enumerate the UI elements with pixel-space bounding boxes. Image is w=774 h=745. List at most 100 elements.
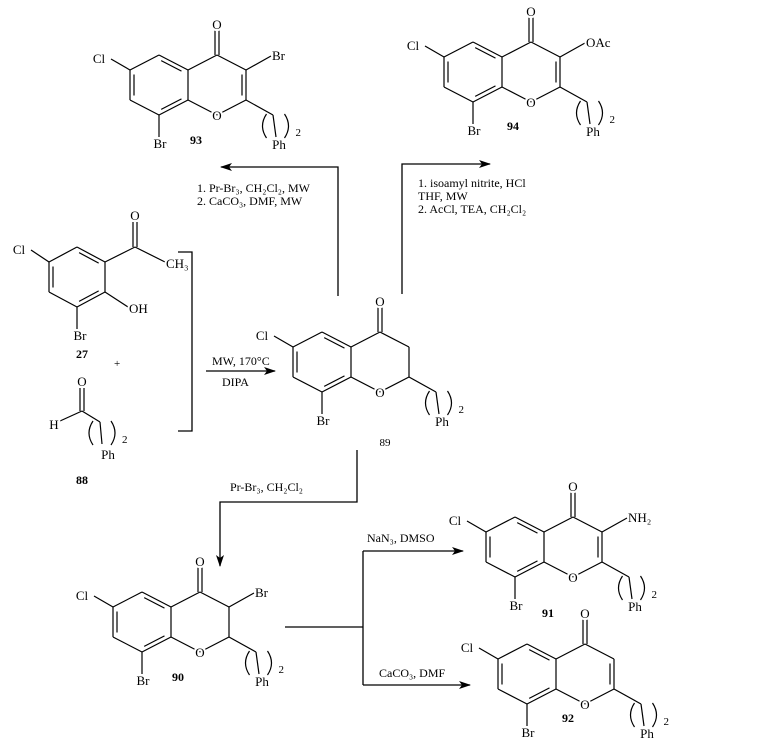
ring-bond	[555, 688, 586, 705]
double-bond	[78, 252, 99, 264]
double-bond	[474, 85, 496, 97]
branch-line-90	[285, 551, 364, 685]
ring-bond	[48, 291, 78, 308]
ring-bond	[501, 86, 532, 103]
right-parenthesis	[639, 575, 646, 601]
chain-bond	[408, 376, 437, 393]
ring-bond	[187, 54, 218, 71]
ring-bond	[514, 516, 545, 533]
ring-oxygen-label: O	[212, 108, 221, 123]
ring-bond	[141, 591, 172, 608]
double-bond	[78, 290, 99, 302]
double-bond	[474, 47, 496, 59]
ring-bond	[216, 54, 247, 71]
reagent-to-92: CaCO₃, DMF	[379, 666, 446, 680]
ring-oxygen-label: O	[195, 645, 204, 660]
right-parenthesis	[266, 650, 273, 676]
compound-number: 93	[190, 133, 202, 147]
ring-bond	[443, 86, 474, 103]
reagent-to-89-above: MW, 170°C	[212, 354, 270, 368]
ring-bond	[321, 331, 352, 348]
cl-bond	[273, 335, 294, 348]
chain-bond	[99, 421, 103, 445]
arrow-89-to-90	[216, 450, 358, 567]
phenyl-label: Ph	[272, 137, 286, 152]
cl-bond	[110, 58, 131, 71]
chlorine-label: Cl	[256, 328, 269, 343]
double-bond	[323, 337, 345, 349]
ring-bond	[350, 376, 381, 393]
chlorine-label: Cl	[76, 588, 89, 603]
reactant-bracket	[178, 251, 193, 432]
ring-bond	[158, 99, 189, 116]
ring-bond	[497, 643, 528, 660]
compound-number: 94	[507, 119, 519, 133]
right-parenthesis	[110, 420, 116, 446]
compound-number: 27	[76, 347, 88, 361]
ring-bond	[572, 516, 603, 533]
repeat-count-2: 2	[459, 404, 465, 416]
ring-bond	[112, 636, 143, 653]
carbonyl-oxygen-label: O	[568, 479, 577, 494]
chain-bond	[228, 636, 257, 653]
bond-lines	[30, 17, 658, 728]
ring-bond	[485, 561, 516, 578]
phenyl-label: Ph	[435, 414, 449, 429]
bromine-label: Br	[522, 725, 536, 740]
compound-number: 88	[76, 473, 88, 487]
ring-bond	[158, 54, 189, 71]
ring-bond	[472, 41, 503, 58]
ring-bond	[216, 99, 247, 116]
ring-bond	[141, 636, 172, 653]
left-parenthesis	[424, 390, 431, 416]
chain-bond	[81, 410, 101, 423]
chlorine-label: Cl	[407, 38, 420, 53]
ring-bond	[292, 376, 323, 393]
ring-bond	[379, 376, 410, 393]
phenyl-label: Ph	[101, 447, 115, 462]
repeat-count-2: 2	[279, 664, 285, 676]
ring-bond	[170, 591, 201, 608]
carbonyl-oxygen-label: O	[212, 17, 221, 32]
bromine-label: Br	[510, 598, 524, 613]
repeat-count-2: 2	[610, 114, 616, 126]
reagent-to-91: NaN₃, DMSO	[367, 531, 435, 545]
ring-bond	[584, 688, 615, 705]
left-parenthesis	[617, 575, 624, 601]
ring-bond	[543, 561, 574, 578]
ring-bond	[76, 291, 106, 308]
reagent-to-89-below: DIPA	[222, 375, 249, 389]
carbonyl-oxygen-label: O	[526, 4, 535, 19]
ring-bond	[530, 86, 561, 103]
left-parenthesis	[575, 100, 582, 126]
ring-bond	[530, 41, 561, 58]
chlorine-label: Cl	[461, 640, 474, 655]
ring-bond	[129, 54, 160, 71]
cl-bond	[93, 595, 114, 608]
ring-bond	[170, 636, 201, 653]
ring-bond	[443, 41, 474, 58]
arrow-89-to-94	[401, 160, 491, 294]
ring-oxygen-label: O	[580, 697, 589, 712]
arrow-89-to-93	[220, 163, 339, 296]
methyl-bond	[134, 246, 166, 263]
chain-bond	[601, 561, 630, 578]
ring-bond	[199, 636, 230, 653]
double-bond	[160, 60, 182, 72]
methyl-label: CH₃	[166, 256, 189, 271]
bromine-label: Br	[317, 413, 331, 428]
double-bond	[528, 649, 550, 661]
reagent-to-94-line-2: THF, MW	[418, 189, 468, 203]
ring-bond	[129, 99, 160, 116]
cl-bond	[478, 647, 499, 660]
ring-bond	[292, 331, 323, 348]
compound-number: 91	[542, 606, 554, 620]
double-bond	[143, 597, 165, 609]
reagent-to-94-line-3: 2. AcCl, TEA, CH₂Cl₂	[418, 202, 526, 216]
chain-bond	[640, 703, 645, 727]
phenyl-label: Ph	[628, 599, 642, 614]
double-bond	[516, 522, 538, 534]
double-bond	[143, 635, 165, 647]
ring-bond	[572, 561, 603, 578]
cl-bond	[466, 520, 487, 533]
